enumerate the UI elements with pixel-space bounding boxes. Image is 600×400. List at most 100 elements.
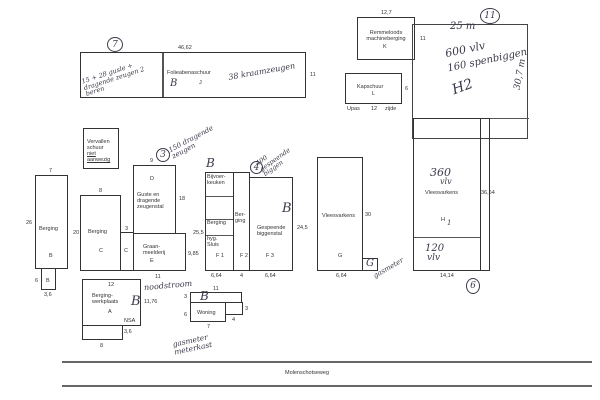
dim-depth: 36,64: [481, 190, 495, 196]
label-line: niet: [87, 151, 96, 157]
gasmeter-box: [362, 258, 378, 271]
dim-width: 25 m: [450, 21, 476, 32]
building-letter: C: [99, 248, 103, 254]
handwritten-note: vlv: [440, 177, 452, 186]
dim-depth: 3,6: [124, 329, 132, 335]
number-circle: 4: [250, 161, 263, 174]
label-line: schuur: [87, 145, 104, 151]
marker-b: B: [131, 294, 141, 309]
dim-width: 7: [207, 324, 211, 330]
building-label: Woning: [197, 310, 216, 316]
building-f3-biggenstal[interactable]: [249, 177, 293, 271]
dim-width: 7: [49, 168, 53, 174]
building-label: Guste en dragende zeugenstal: [137, 192, 164, 210]
divider: [414, 237, 480, 239]
dim-width: 12: [371, 106, 378, 112]
dim-depth: 3: [184, 294, 188, 300]
number-circle: 11: [480, 8, 500, 24]
handwritten-note: 400 gespeende biggen: [254, 145, 292, 178]
dim-width: 9: [150, 158, 154, 164]
dim-width: 6,64: [265, 273, 276, 279]
handwritten-note: gasmeter meterkast: [171, 332, 213, 357]
label-berging: Berging: [207, 220, 226, 226]
building-label: Folieabenaschuur: [167, 70, 211, 76]
building-letter: F 2: [240, 253, 248, 259]
building-letter: H: [441, 217, 445, 223]
dim-width: 14,14: [440, 273, 454, 279]
marker-g: G: [366, 258, 374, 269]
building-sub: NSA: [124, 318, 136, 324]
dim-width: 3,6: [44, 292, 52, 298]
building-k-machineberging[interactable]: [357, 17, 415, 60]
dim-width: 11: [213, 286, 219, 292]
building-woning-annex[interactable]: [225, 302, 243, 315]
building-letter: F 1: [216, 253, 224, 259]
dim-width: 12: [108, 282, 115, 288]
building-letter: C: [124, 248, 128, 254]
building-letter: J: [199, 80, 202, 86]
building-label: Kapschuur: [357, 84, 384, 90]
label-line: aanwezig: [87, 157, 111, 163]
dim-depth: 11: [310, 72, 316, 78]
dim-width: 4: [232, 317, 236, 323]
number-circle: 7: [107, 37, 123, 52]
building-letter: G: [338, 253, 343, 259]
marker-b: B: [170, 78, 178, 89]
dim-depth: 20: [73, 230, 80, 236]
handwritten-note: 150 dragende zeugen: [167, 123, 215, 161]
divider: [206, 235, 233, 236]
dim-width: 11: [155, 274, 161, 280]
label-hyg-sluis: hyg. Sluis: [207, 236, 219, 248]
building-h1-strip: [480, 118, 490, 271]
label-bijvoerkeuken: Bijvoer-keuken: [207, 174, 226, 186]
building-vervallen-schuur[interactable]: [83, 128, 119, 169]
building-label: Graan-meelderij: [143, 244, 166, 256]
dim-label: Upas: [347, 106, 360, 112]
dim-depth: 9,85: [188, 251, 199, 257]
dim-depth: 6: [405, 86, 409, 92]
building-a-lower[interactable]: [82, 325, 123, 340]
building-label: Berging: [39, 226, 58, 232]
dim-width: 4: [240, 273, 244, 279]
building-letter: B: [46, 278, 50, 284]
dim-depth: 25,5: [193, 230, 204, 236]
building-label: Vleesvarkens: [425, 190, 459, 196]
building-letter: A: [108, 309, 112, 315]
building-sub: 1: [447, 219, 452, 227]
dim-depth: 6: [184, 312, 188, 318]
building-label: Vleesvarkens: [322, 213, 356, 219]
dim-label: zijde: [385, 106, 397, 112]
building-letter: K: [383, 44, 387, 50]
building-g-vleesvarkens[interactable]: [317, 157, 363, 271]
marker-b: B: [200, 289, 209, 303]
label-biggenstal: Gespeende biggenstal: [257, 225, 286, 237]
divider: [162, 53, 164, 97]
divider: [206, 219, 233, 220]
label-line: Vervallen: [87, 139, 110, 145]
number-circle: 3: [156, 148, 170, 162]
building-e-graanmeelderij[interactable]: [133, 233, 186, 271]
dim-width: 8: [99, 188, 103, 194]
dim-width: 3: [125, 226, 129, 232]
road-name: Molenschotseweg: [285, 370, 330, 376]
number-circle: 6: [466, 278, 480, 294]
building-h2[interactable]: [412, 24, 528, 139]
building-b-small[interactable]: [41, 268, 56, 290]
dim-depth: 6: [35, 278, 39, 284]
handwritten-note: vlv: [427, 253, 441, 263]
marker-b: B: [206, 156, 215, 170]
building-label: Berging-werkplaats: [92, 293, 119, 305]
dim-depth: 24,5: [297, 225, 308, 231]
dim-depth: 30: [365, 212, 372, 218]
road-line-bottom: [62, 385, 592, 387]
road-line-top: [62, 361, 592, 363]
dim-depth: 18: [179, 196, 186, 202]
dim-depth: 11,76: [144, 299, 158, 305]
building-letter: F 3: [266, 253, 274, 259]
building-l-kapschuur[interactable]: [345, 73, 402, 104]
building-7-folieschuur[interactable]: [80, 52, 306, 98]
dim-width: 46,62: [178, 45, 192, 51]
handwritten-note: noodstroom: [143, 278, 193, 293]
dim-depth: 3: [245, 306, 249, 312]
handwritten-note: 120: [425, 243, 445, 254]
